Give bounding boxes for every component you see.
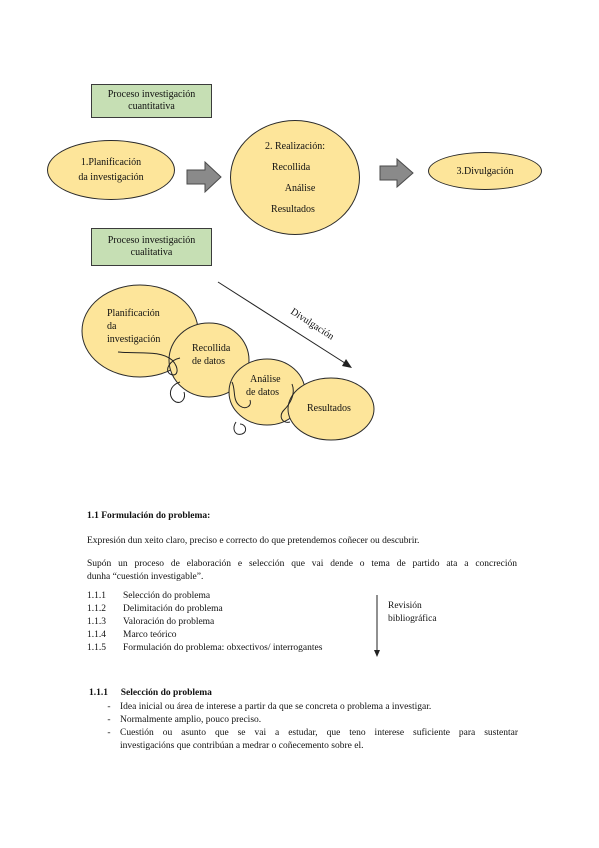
- list-item: 1.1.2 Delimitación do problema: [87, 603, 322, 616]
- bubble-collection-line2: de datos: [192, 356, 225, 367]
- squiggle-5: [233, 421, 247, 435]
- divulgation-arrow-label: Divulgación: [288, 306, 335, 342]
- revision-note-line2: bibliográfica: [388, 614, 437, 624]
- bullet-text: Normalmente amplio, pouco preciso.: [120, 715, 262, 725]
- revision-note: Revisión bibliográfica: [388, 600, 437, 626]
- squiggle-3: [231, 381, 251, 409]
- bullet-text: Idea inicial ou área de interese a parti…: [120, 702, 432, 712]
- bubble-analysis-line2: de datos: [246, 387, 279, 398]
- quant-box-line1: Proceso investigación: [107, 89, 196, 100]
- divulgation-arrow-head: [342, 359, 352, 368]
- block-arrow-right-1: [186, 160, 222, 194]
- list-item-number: 1.1.4: [87, 630, 106, 640]
- squiggle-1: [117, 351, 181, 376]
- squiggle-2: [170, 381, 185, 403]
- bubble-results-label: Resultados: [307, 403, 351, 414]
- subsection-heading: 1.1.1 Selección do problema: [89, 687, 212, 700]
- bullet-text: Cuestión ou asunto que se vai a estudar,…: [120, 728, 518, 738]
- list-item-text: Marco teórico: [123, 630, 177, 640]
- list-item-text: Formulación do problema: obxectivos/ int…: [123, 643, 323, 653]
- subsection-list: 1.1.1 Selección do problema 1.1.2 Delimita…: [87, 590, 322, 655]
- squiggle-4: [280, 383, 294, 423]
- list-item-number: 1.1.3: [87, 617, 106, 627]
- revision-arrow-head: [374, 650, 380, 657]
- bubble-collection-line1: Recollida: [192, 343, 231, 354]
- section-heading: 1.1 Formulación do problema:: [87, 511, 211, 521]
- list-item-text: Valoración do problema: [123, 617, 215, 627]
- block-arrow-right-2: [379, 157, 414, 189]
- bubble-data-collection: [168, 322, 250, 398]
- section-paragraph-2b: dunha “cuestión investigable”.: [87, 572, 204, 582]
- bullet-item-continued: investigacións que contribúan a medrar o…: [98, 740, 518, 753]
- qualitative-process-box: Proceso investigación cualitativa: [91, 228, 212, 266]
- phase1-line1: 1.Planificación: [80, 157, 142, 168]
- phase3-label: 3.Divulgación: [456, 165, 514, 177]
- list-item-number: 1.1.5: [87, 643, 106, 653]
- list-item: 1.1.4 Marco teórico: [87, 629, 322, 642]
- bubble-planning-line3: investigación: [107, 334, 160, 345]
- quantitative-process-box: Proceso investigación cuantitativa: [91, 84, 212, 118]
- list-item: 1.1.1 Selección do problema: [87, 590, 322, 603]
- list-item-text: Delimitación do problema: [123, 604, 223, 614]
- subsection-number: 1.1.1: [89, 688, 108, 698]
- subsection-title: Selección do problema: [120, 688, 212, 698]
- list-item: 1.1.5 Formulación do problema: obxectivos…: [87, 642, 322, 655]
- qual-box-line2: cualitativa: [130, 247, 173, 258]
- phase2-line3: Análise: [284, 182, 316, 194]
- phase-dissemination-ellipse: 3.Divulgación: [428, 152, 542, 190]
- section-paragraph-1: Expresión dun xeito claro, preciso e cor…: [87, 536, 420, 546]
- list-item-number: 1.1.2: [87, 604, 106, 614]
- phase2-line1: 2. Realización:: [265, 140, 325, 152]
- list-item-text: Selección do problema: [123, 591, 211, 601]
- list-item-number: 1.1.1: [87, 591, 106, 601]
- bubble-planning-line2: da: [107, 321, 117, 332]
- bullet-item: -Normalmente amplio, pouco preciso.: [107, 715, 262, 725]
- phase2-line2: Recollida: [271, 161, 311, 173]
- bubble-analysis-line1: Análise: [250, 374, 281, 385]
- phase-planning-ellipse: 1.Planificación da investigación: [47, 140, 175, 200]
- list-item: 1.1.3 Valoración do problema: [87, 616, 322, 629]
- phase-execution-circle: 2. Realización: Recollida Análise Result…: [230, 120, 360, 235]
- divulgation-arrow-line: [217, 281, 349, 366]
- bullet-item: -Idea inicial ou área de interese a part…: [107, 702, 432, 712]
- phase2-line4: Resultados: [271, 203, 315, 215]
- qual-box-line1: Proceso investigación: [107, 235, 196, 246]
- subsection-bullets: -Idea inicial ou área de interese a part…: [98, 701, 518, 753]
- bubble-results: [287, 377, 375, 441]
- phase1-line2: da investigación: [78, 172, 144, 183]
- quant-box-line2: cuantitativa: [128, 101, 175, 112]
- bullet-item: -Cuestión ou asunto que se vai a estudar…: [107, 728, 518, 738]
- bullet-text: investigacións que contribúan a medrar o…: [120, 741, 364, 751]
- bubble-planning-line1: Planificación: [107, 308, 160, 319]
- section-paragraph-2a: Supón un proceso de elaboración e selecc…: [87, 559, 517, 569]
- revision-note-line1: Revisión: [388, 601, 422, 611]
